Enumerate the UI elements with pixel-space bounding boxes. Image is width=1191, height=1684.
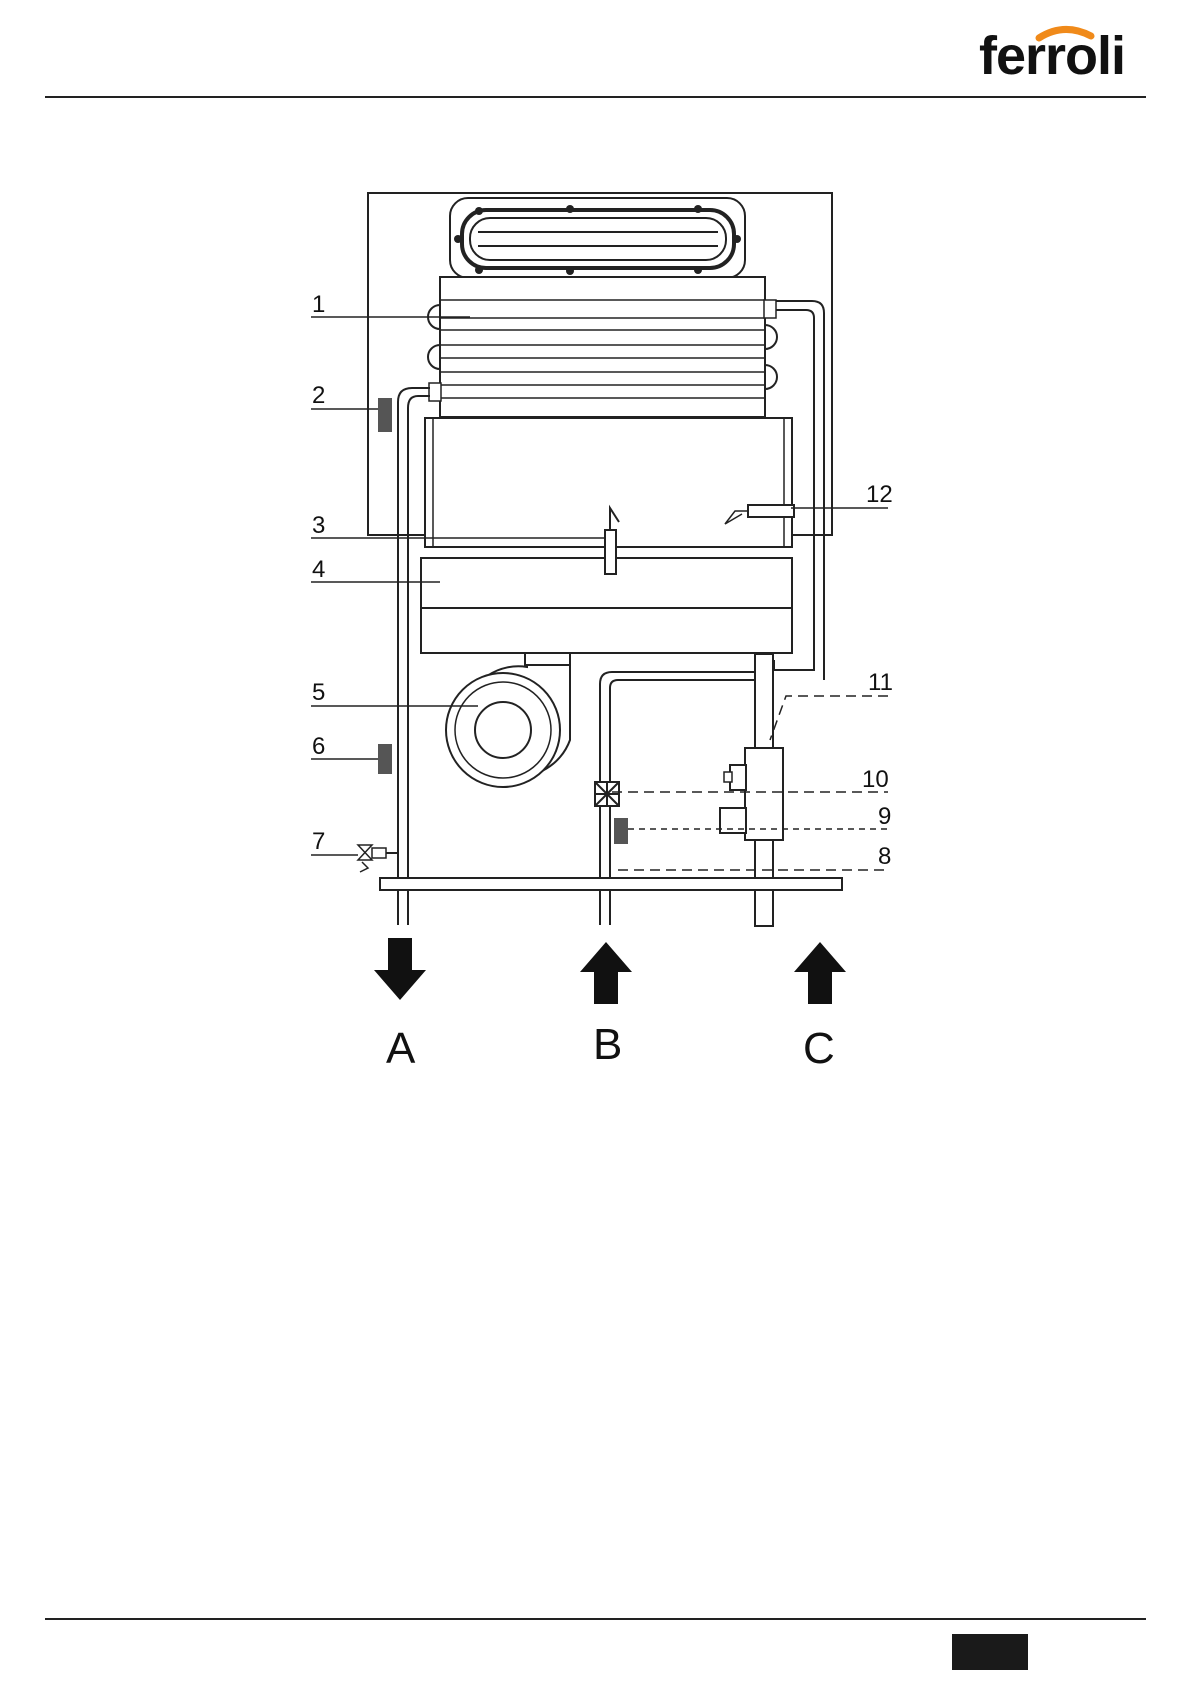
arrow-down-a bbox=[374, 938, 426, 1000]
temperature-sensor-b bbox=[614, 818, 628, 844]
connection-c: C bbox=[803, 1024, 835, 1073]
callout-8: 8 bbox=[878, 843, 891, 870]
flue-hood bbox=[450, 198, 745, 278]
callout-5: 5 bbox=[312, 679, 325, 706]
relief-valve bbox=[358, 845, 398, 872]
arrow-up-b bbox=[580, 942, 632, 1004]
connection-b: B bbox=[593, 1020, 622, 1069]
callout-11: 11 bbox=[868, 669, 893, 696]
footer-divider bbox=[45, 1618, 1146, 1620]
temperature-sensor-6 bbox=[378, 744, 392, 774]
flow-filter bbox=[595, 782, 619, 806]
gas-valve bbox=[720, 748, 783, 840]
callout-9: 9 bbox=[878, 803, 891, 830]
heat-exchanger bbox=[428, 277, 777, 417]
temperature-sensor-2 bbox=[378, 398, 392, 432]
callout-7: 7 bbox=[312, 828, 325, 855]
callout-4: 4 bbox=[312, 556, 325, 583]
flow-arrows bbox=[374, 938, 846, 1004]
callout-1: 1 bbox=[312, 291, 325, 318]
arrow-up-c bbox=[794, 942, 846, 1004]
connection-labels: A B C bbox=[386, 1020, 835, 1073]
callout-3: 3 bbox=[312, 512, 325, 539]
fan bbox=[446, 653, 570, 787]
combustion-chamber bbox=[425, 418, 792, 547]
callout-6: 6 bbox=[312, 733, 325, 760]
page-number-tab bbox=[952, 1634, 1028, 1670]
callout-12: 12 bbox=[866, 481, 893, 508]
connection-a: A bbox=[386, 1024, 416, 1073]
callout-2: 2 bbox=[312, 382, 325, 409]
base-plate bbox=[380, 878, 842, 890]
callout-10: 10 bbox=[862, 766, 889, 793]
